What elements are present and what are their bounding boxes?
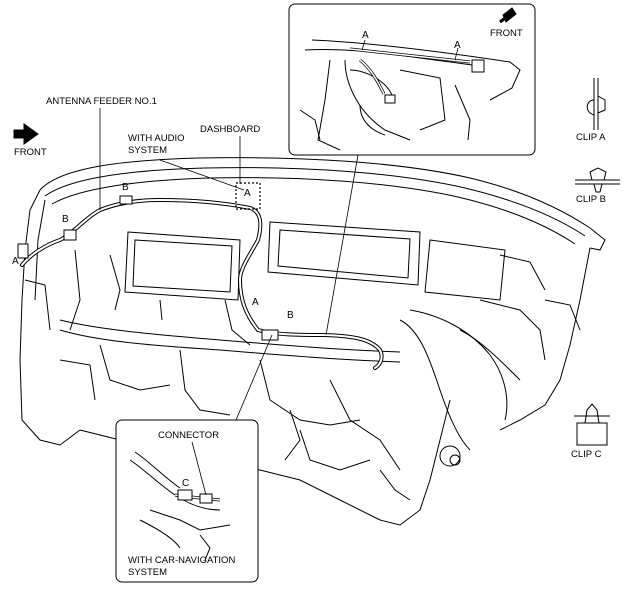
antenna-feeder-harness-inner (21, 198, 383, 369)
callout-a-left: A (12, 256, 19, 267)
with-nav-label-line1: WITH CAR-NAVIGATION (128, 555, 236, 566)
clip-b-icon (575, 167, 620, 193)
dashboard-outline (19, 157, 606, 526)
connector-label: CONNECTOR (158, 430, 220, 441)
clip-c-label: CLIP C (571, 449, 602, 460)
inset-bottom (115, 419, 259, 583)
inset-top (288, 3, 536, 156)
clip-c-icon (574, 403, 610, 446)
with-nav-label-line2: SYSTEM (128, 567, 168, 578)
callout-b-left: B (62, 214, 69, 225)
front-left-label: FRONT (14, 147, 47, 158)
antenna-feeder-harness (20, 197, 384, 370)
callout-b-center: B (287, 310, 294, 321)
clip-a-icon (586, 78, 606, 130)
callout-b-top: B (122, 182, 129, 193)
clip-a-label: CLIP A (576, 132, 606, 143)
callout-a-center: A (252, 297, 259, 308)
center-panel (124, 221, 506, 301)
front-inset-label: FRONT (490, 28, 523, 39)
antenna-feeder-label: ANTENNA FEEDER NO.1 (46, 96, 157, 107)
with-audio-label-line2: SYSTEM (128, 145, 168, 156)
callout-a-inset-left: A (362, 30, 369, 41)
clip-b-label: CLIP B (576, 194, 606, 205)
dashboard-label: DASHBOARD (200, 124, 261, 135)
with-audio-label-line1: WITH AUDIO (128, 133, 185, 144)
internal-structure (24, 249, 581, 501)
front-arrow-icon (13, 123, 39, 145)
callout-a-inset-right: A (454, 40, 461, 51)
detail-a-marker (235, 182, 261, 210)
callout-a-dashboard: A (244, 188, 251, 199)
callout-c-inset: C (182, 478, 190, 489)
leader-lines (99, 108, 359, 421)
